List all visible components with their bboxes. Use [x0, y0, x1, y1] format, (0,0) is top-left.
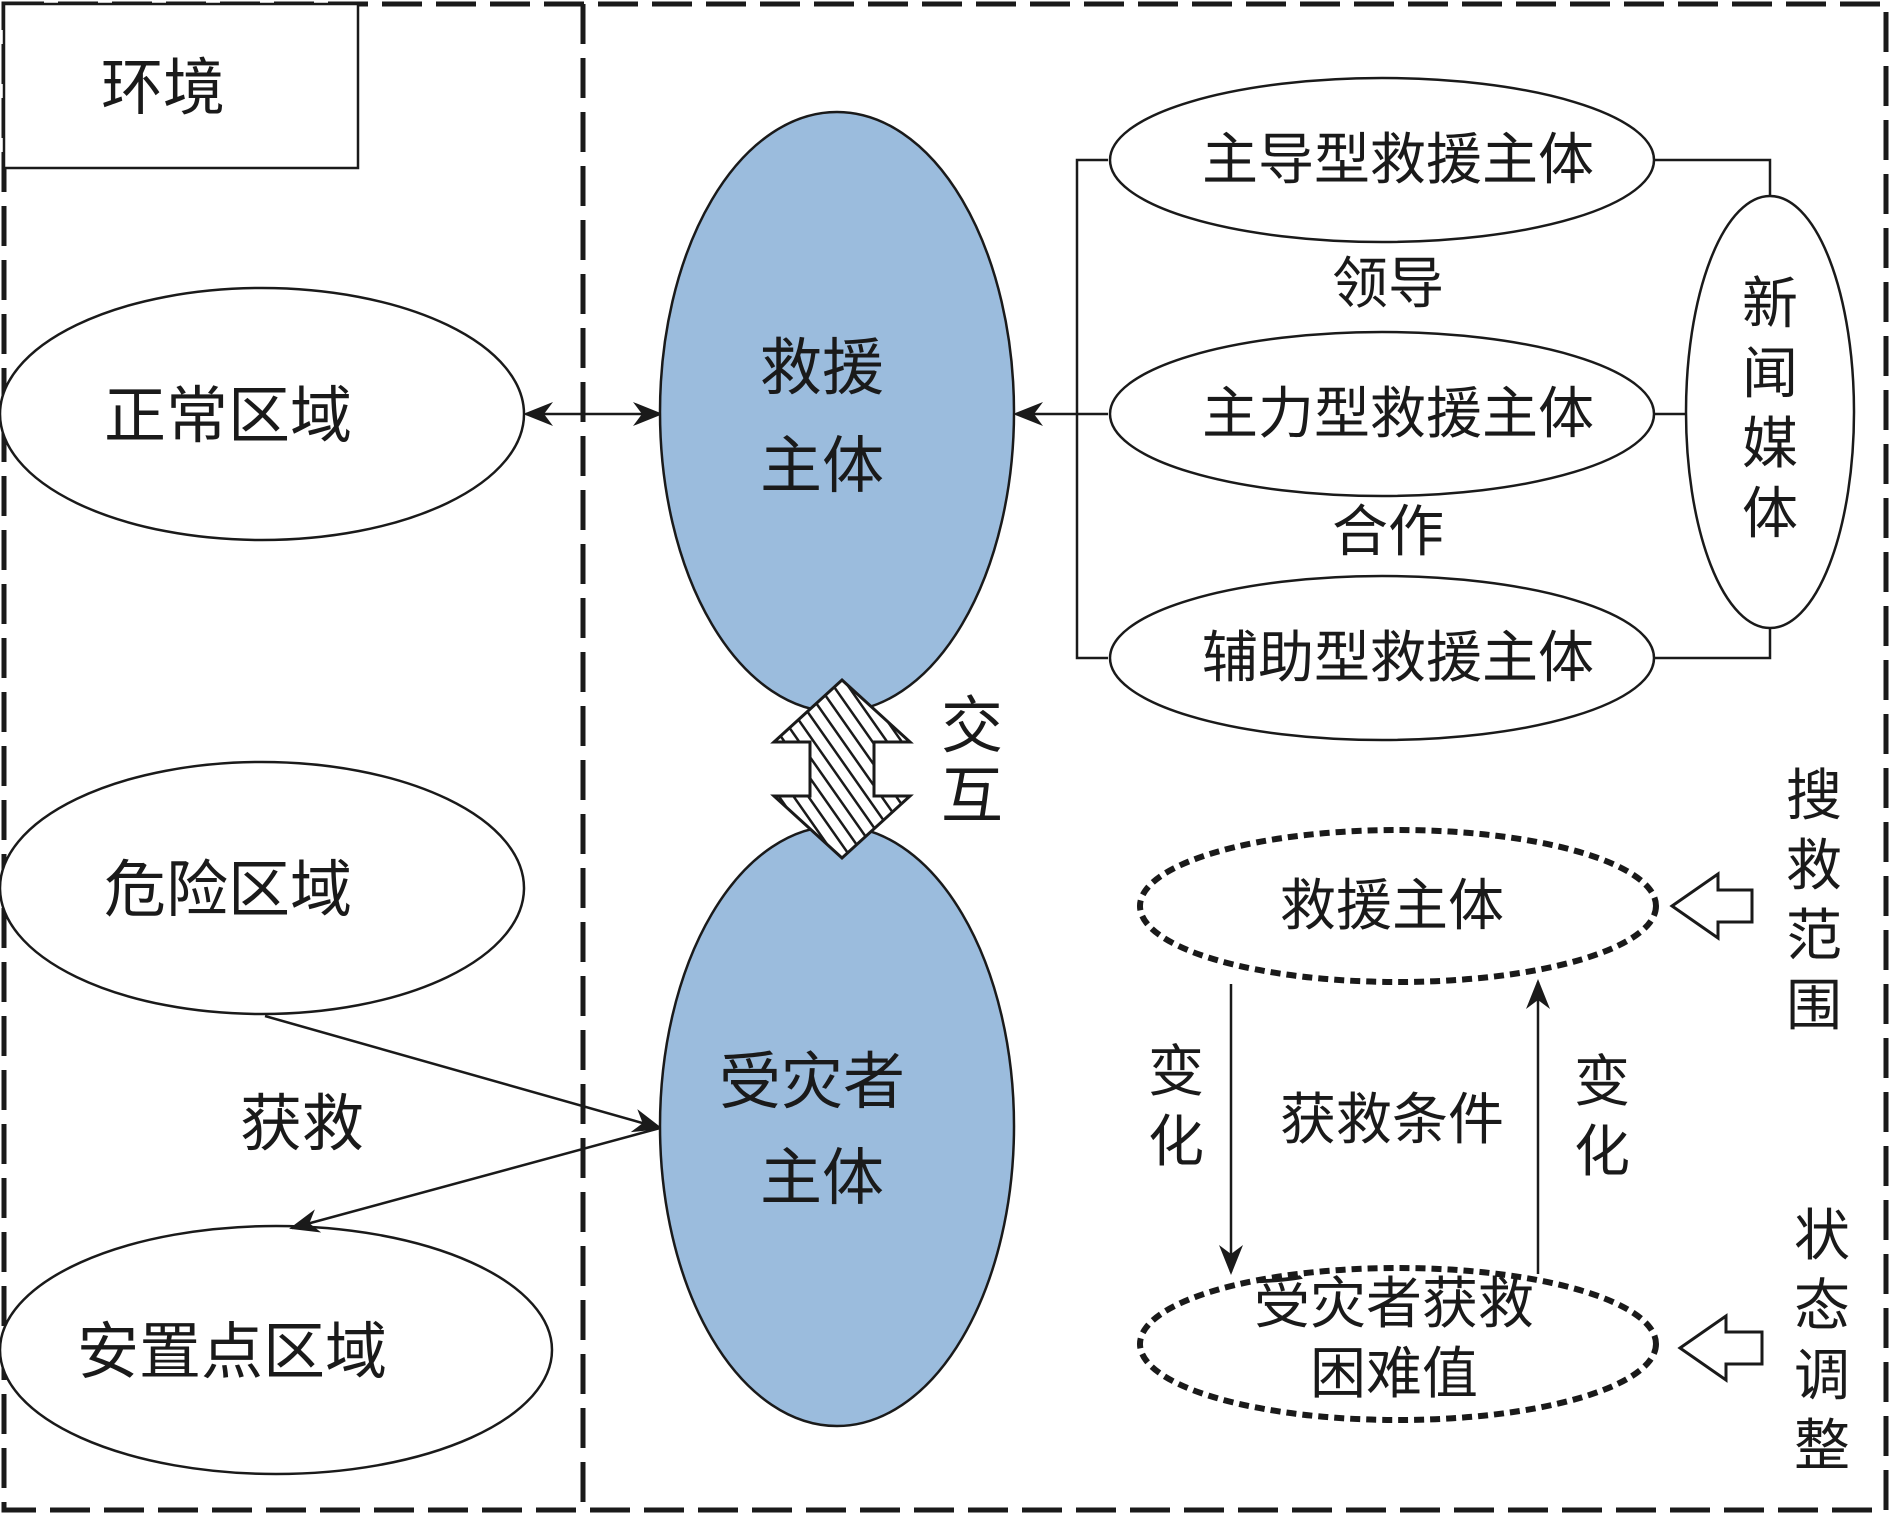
interaction-double-arrow [770, 677, 914, 861]
main-force-rescue-node [1108, 330, 1656, 498]
news-media-node [1684, 194, 1856, 630]
loop-difficulty-label-line1: 受灾者获救 [1254, 1272, 1534, 1337]
search-range-char-4: 围 [1786, 974, 1842, 1039]
environment-box [2, 2, 360, 170]
main-force-rescue-label: 主力型救援主体 [1202, 382, 1594, 447]
media-bracket-top [1654, 158, 1772, 198]
rescued-label: 获救 [240, 1087, 364, 1160]
danger-zone-node [0, 760, 526, 1016]
shelter-zone-label: 安置点区域 [77, 1315, 387, 1388]
news-media-char-4: 体 [1742, 482, 1798, 547]
search-range-char-3: 范 [1786, 904, 1842, 969]
state-adjust-char-1: 状 [1794, 1204, 1850, 1269]
rescue-type-bracket [1075, 158, 1108, 660]
victim-to-shelter-arrow [289, 1126, 661, 1233]
victim-entity-node [658, 824, 1016, 1428]
interaction-label-line1: 交 [941, 689, 1003, 762]
leading-rescue-label: 主导型救援主体 [1202, 128, 1594, 193]
rescue-entity-node [658, 110, 1016, 714]
loop-change-left-char-2: 化 [1148, 1110, 1204, 1175]
media-bracket-bottom [1654, 626, 1772, 660]
danger-zone-label: 危险区域 [104, 853, 352, 926]
loop-rescue-entity-label: 救援主体 [1280, 874, 1504, 939]
lead-relation-label: 领导 [1332, 252, 1444, 317]
leading-rescue-node [1108, 76, 1656, 244]
cooperate-relation-label: 合作 [1332, 500, 1444, 565]
state-adjust-char-2: 态 [1794, 1274, 1850, 1339]
loop-change-right-char-1: 变 [1574, 1050, 1630, 1115]
loop-condition-label: 获救条件 [1280, 1088, 1504, 1153]
interaction-label-line2: 互 [941, 759, 1003, 832]
search-range-hollow-arrow [1669, 871, 1754, 941]
loop-difficulty-node [1137, 1265, 1659, 1423]
news-media-char-3: 媒 [1742, 412, 1798, 477]
normal-zone-label: 正常区域 [104, 379, 352, 452]
victim-entity-label-line1: 受灾者 [719, 1045, 905, 1118]
loop-rescue-entity-node [1137, 827, 1659, 985]
auxiliary-rescue-label: 辅助型救援主体 [1202, 626, 1594, 691]
state-adjust-char-3: 调 [1794, 1344, 1850, 1409]
loop-difficulty-label-line2: 困难值 [1310, 1342, 1478, 1407]
victim-entity-label-line2: 主体 [760, 1141, 884, 1214]
shelter-zone-node [0, 1224, 554, 1476]
rescue-entity-label-line2: 主体 [760, 429, 884, 502]
danger-to-victim-arrow [264, 1014, 663, 1133]
search-range-char-1: 搜 [1786, 764, 1842, 829]
rescue-entity-label-line1: 救援 [760, 331, 884, 404]
auxiliary-rescue-node [1108, 574, 1656, 742]
environment-label: 环境 [101, 51, 225, 124]
loop-change-left-char-1: 变 [1148, 1040, 1204, 1105]
news-media-char-1: 新 [1742, 272, 1798, 337]
state-adjust-hollow-arrow [1677, 1313, 1764, 1383]
news-media-char-2: 闻 [1742, 342, 1798, 407]
loop-change-right-char-2: 化 [1574, 1120, 1630, 1185]
state-adjust-char-4: 整 [1794, 1414, 1850, 1479]
search-range-char-2: 救 [1786, 834, 1842, 899]
